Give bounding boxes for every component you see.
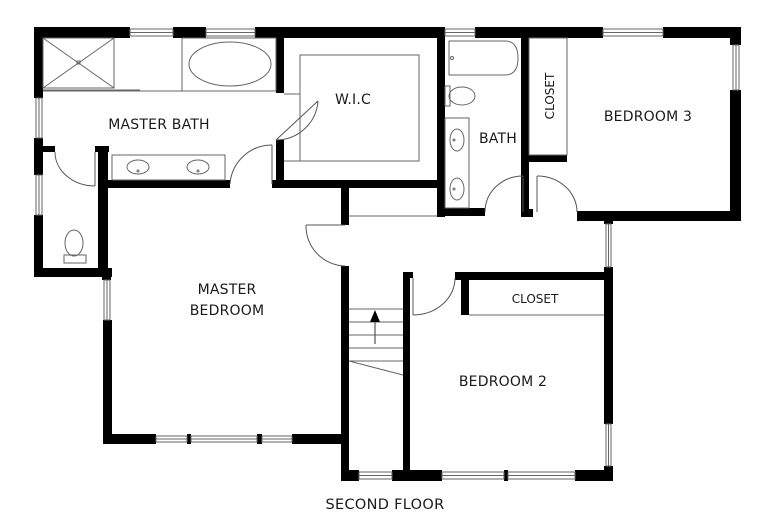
label-bedroom3: BEDROOM 3 bbox=[604, 109, 692, 125]
windows bbox=[35, 28, 740, 480]
vanity-sinks-icon bbox=[111, 154, 226, 181]
shower-icon bbox=[42, 37, 140, 91]
label-master-bedroom-line2: BEDROOM bbox=[190, 303, 264, 319]
vanity-sinks-icon bbox=[444, 117, 470, 209]
label-closet-bedroom3: CLOSET bbox=[543, 72, 557, 119]
arrow-up-icon bbox=[370, 310, 380, 322]
walls bbox=[34, 27, 741, 481]
staircase bbox=[348, 308, 404, 376]
label-closet-bedroom2: CLOSET bbox=[512, 292, 559, 306]
door-master-bath[interactable] bbox=[229, 144, 273, 185]
toilet-icon bbox=[444, 85, 476, 107]
doors bbox=[54, 100, 578, 316]
bathtub-icon bbox=[43, 37, 277, 92]
door-bedroom3[interactable] bbox=[536, 175, 578, 213]
bathtub-icon bbox=[448, 40, 519, 76]
fixtures bbox=[42, 37, 604, 376]
label-wic: W.I.C bbox=[335, 92, 371, 108]
door-wic[interactable] bbox=[275, 100, 319, 141]
door-bedroom2[interactable] bbox=[412, 277, 456, 316]
label-master-bedroom-line1: MASTER bbox=[198, 282, 257, 298]
door-hall-bath[interactable] bbox=[484, 175, 524, 213]
label-bath: BATH bbox=[479, 131, 517, 147]
door-wc[interactable] bbox=[54, 151, 96, 187]
door-master-bedroom[interactable] bbox=[305, 224, 346, 267]
floor-title: SECOND FLOOR bbox=[325, 497, 445, 513]
closet-bedroom3 bbox=[528, 37, 568, 156]
label-bedroom2: BEDROOM 2 bbox=[459, 374, 547, 390]
label-master-bath: MASTER BATH bbox=[108, 117, 210, 133]
room-labels: MASTER BATH W.I.C BATH CLOSET BEDROOM 3 … bbox=[108, 72, 692, 390]
toilet-icon bbox=[63, 229, 87, 264]
wic-shelving bbox=[299, 54, 420, 162]
